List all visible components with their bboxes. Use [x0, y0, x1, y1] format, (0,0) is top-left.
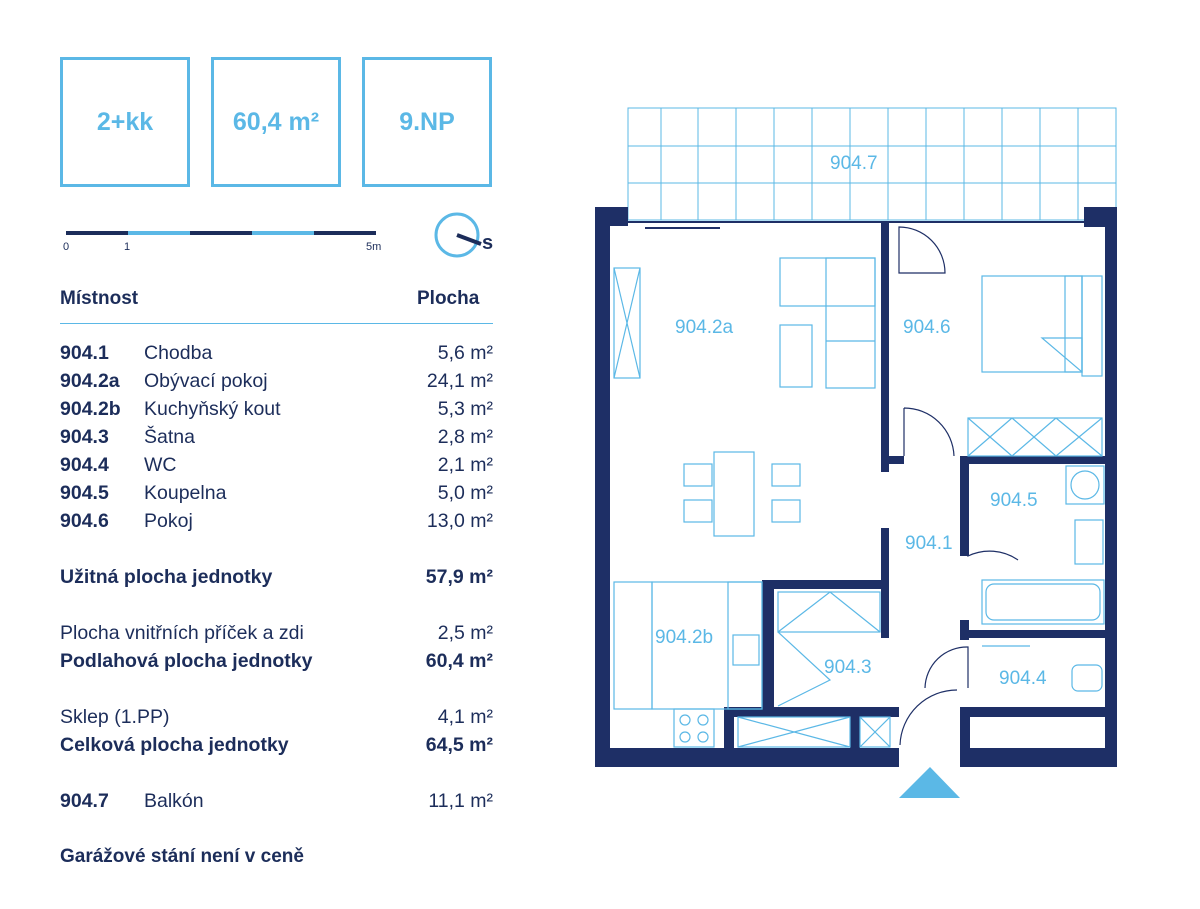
room-name: Pokoj	[144, 510, 193, 532]
room-code: 904.6	[60, 510, 109, 532]
scale-end-label: 5m	[366, 241, 382, 253]
room-name: Koupelna	[144, 482, 227, 504]
header-area: Plocha	[417, 288, 480, 309]
header-room: Místnost	[60, 288, 139, 309]
room-name: WC	[144, 454, 177, 476]
usable-area-value: 57,9 m²	[425, 566, 493, 588]
room-label-904-7: 904.7	[830, 153, 878, 174]
room-area: 24,1 m²	[426, 370, 493, 392]
room-code: 904.2a	[60, 370, 120, 392]
walls-area-value: 2,5 m²	[437, 622, 493, 644]
walls-area-label: Plocha vnitřních příček a zdi	[60, 622, 304, 644]
room-label-904-3: 904.3	[824, 657, 872, 678]
floor-box: 9.NP	[362, 57, 492, 187]
room-name: Kuchyňský kout	[144, 398, 281, 420]
scale-one-label: 1	[124, 241, 131, 253]
cellar-area-label: Sklep (1.PP)	[60, 706, 170, 728]
room-area: 5,0 m²	[437, 482, 493, 504]
scale-bar	[66, 231, 376, 235]
room-label-904-4: 904.4	[999, 668, 1047, 689]
room-name: Šatna	[144, 426, 195, 448]
room-code: 904.1	[60, 342, 109, 364]
entrance-marker	[899, 767, 960, 798]
table-row: 904.4 WC 2,1 m²	[60, 454, 493, 480]
room-name: Chodba	[144, 342, 213, 364]
balcony-grid	[627, 107, 1117, 221]
table-row: 904.2a Obývací pokoj 24,1 m²	[60, 370, 493, 396]
cellar-area-value: 4,1 m²	[437, 706, 493, 728]
room-area: 11,1 m²	[428, 790, 493, 812]
room-area: 5,6 m²	[437, 342, 493, 364]
floor-area-label: Podlahová plocha jednotky	[60, 650, 313, 672]
room-code: 904.3	[60, 426, 109, 448]
room-code: 904.5	[60, 482, 109, 504]
table-row: 904.2b Kuchyňský kout 5,3 m²	[60, 398, 493, 424]
table-row: 904.6 Pokoj 13,0 m²	[60, 510, 493, 536]
room-label-904-5: 904.5	[990, 490, 1038, 511]
room-area: 2,8 m²	[437, 426, 493, 448]
room-name: Obývací pokoj	[144, 370, 268, 392]
room-code: 904.2b	[60, 398, 121, 420]
door-swings	[898, 226, 1019, 746]
total-area-value: 64,5 m²	[425, 734, 493, 756]
layout-box: 2+kk	[60, 57, 190, 187]
area-box: 60,4 m²	[211, 57, 341, 187]
table-row: 904.1 Chodba 5,6 m²	[60, 342, 493, 368]
compass-icon	[434, 212, 482, 258]
interior-walls	[724, 222, 1105, 752]
compass-label: S	[482, 232, 494, 254]
total-area-label: Celková plocha jednotky	[60, 734, 289, 756]
table-row: 904.5 Koupelna 5,0 m²	[60, 482, 493, 508]
table-row: 904.3 Šatna 2,8 m²	[60, 426, 493, 452]
outer-walls	[595, 207, 1117, 767]
usable-area-label: Užitná plocha jednotky	[60, 566, 273, 588]
room-label-904-6: 904.6	[903, 317, 951, 338]
room-area: 2,1 m²	[437, 454, 493, 476]
room-area: 13,0 m²	[426, 510, 493, 532]
room-area: 5,3 m²	[437, 398, 493, 420]
furniture	[613, 257, 1105, 748]
floor-area-value: 60,4 m²	[425, 650, 493, 672]
room-label-904-1: 904.1	[905, 533, 953, 554]
header-divider	[60, 323, 493, 324]
room-label-904-2a: 904.2a	[675, 317, 734, 338]
balcony-row: 904.7 Balkón 11,1 m²	[60, 790, 493, 816]
room-label-904-2b: 904.2b	[655, 627, 713, 648]
room-name: Balkón	[144, 790, 204, 812]
room-code: 904.7	[60, 790, 109, 812]
scale-start-label: 0	[63, 241, 70, 253]
parking-note: Garážové stání není v ceně	[60, 846, 304, 867]
room-code: 904.4	[60, 454, 109, 476]
